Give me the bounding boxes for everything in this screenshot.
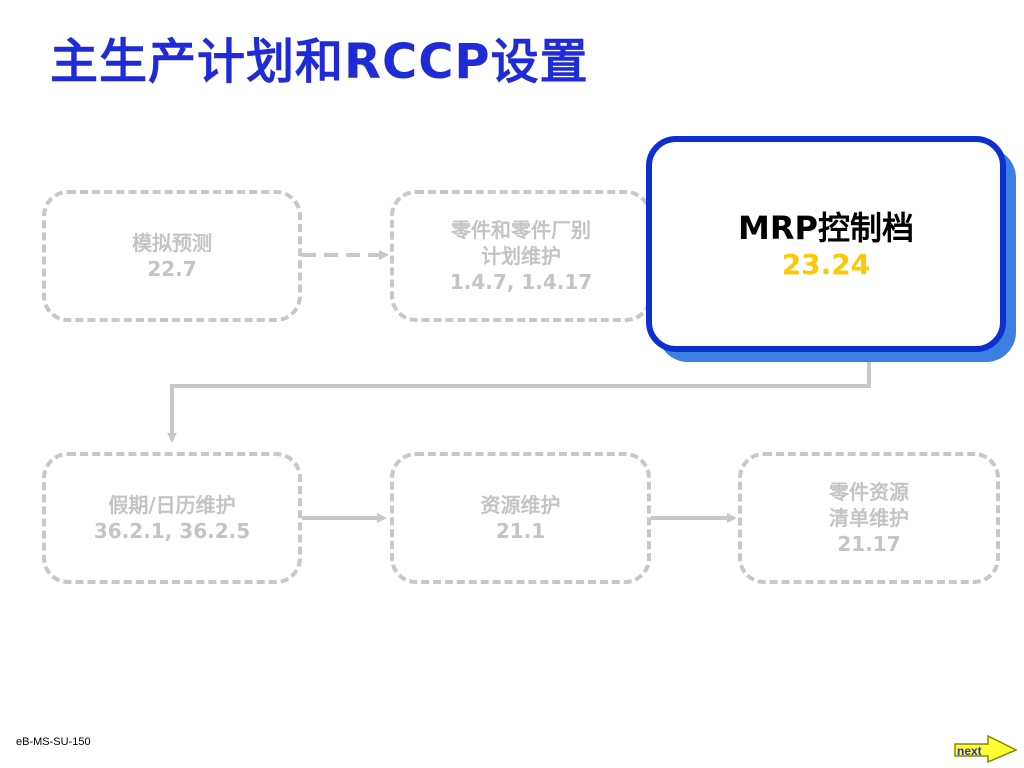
node-menu-code: 23.24: [781, 248, 871, 281]
node-label: 零件资源: [829, 480, 909, 504]
node-item-site-planning[interactable]: 零件和零件厂别 计划维护 1.4.7, 1.4.17: [390, 190, 652, 322]
page-title: 主生产计划和RCCP设置: [50, 34, 589, 90]
node-menu-code: 21.17: [837, 532, 901, 556]
node-resource-maintenance[interactable]: 资源维护 21.1: [390, 452, 651, 584]
node-label: 模拟预测: [132, 231, 212, 255]
next-arrow-icon: [954, 734, 1018, 764]
connector-mrp-to-holiday: [167, 362, 871, 443]
node-bill-of-resource[interactable]: 零件资源 清单维护 21.17: [738, 452, 1000, 584]
node-label: 资源维护: [480, 493, 561, 517]
node-forecast-simulation[interactable]: 模拟预测 22.7: [42, 190, 302, 322]
node-label: 假期/日历维护: [108, 493, 236, 517]
node-menu-code: 22.7: [147, 257, 197, 281]
node-menu-code: 36.2.1, 36.2.5: [93, 519, 251, 543]
next-button[interactable]: next: [952, 732, 1020, 764]
node-label: 零件和零件厂别: [451, 218, 591, 242]
node-menu-code: 1.4.7, 1.4.17: [449, 270, 593, 294]
footer-slide-code: eB-MS-SU-150: [16, 736, 91, 748]
node-label: 计划维护: [481, 244, 561, 268]
node-mrp-control[interactable]: MRP控制档 23.24: [646, 136, 1006, 352]
node-menu-code: 21.1: [495, 519, 546, 543]
node-holiday-calendar[interactable]: 假期/日历维护 36.2.1, 36.2.5: [42, 452, 302, 584]
node-label: MRP控制档: [738, 209, 914, 247]
node-label: 清单维护: [829, 506, 909, 530]
